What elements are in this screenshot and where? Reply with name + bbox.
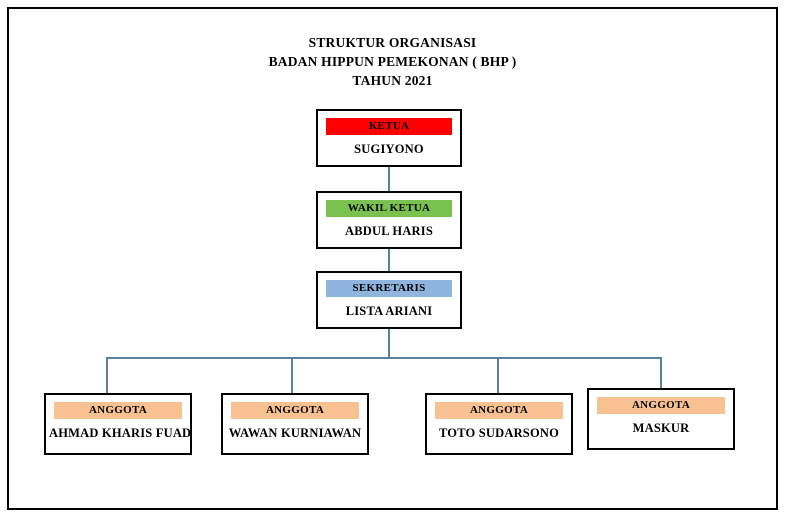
node-wakil-ketua-name: ABDUL HARIS [345, 224, 433, 238]
node-anggota-3-name: TOTO SUDARSONO [438, 426, 560, 440]
connector-bus-to-anggota-3 [497, 357, 499, 393]
connector-anggota-bus [106, 357, 662, 359]
node-wakil-ketua-role: WAKIL KETUA [326, 200, 452, 217]
node-anggota-2-role: ANGGOTA [231, 402, 359, 419]
node-wakil-ketua[interactable]: WAKIL KETUA ABDUL HARIS [316, 191, 462, 249]
connector-bus-to-anggota-1 [106, 357, 108, 393]
node-sekretaris[interactable]: SEKRETARIS LISTA ARIANI [316, 271, 462, 329]
chart-title-line-3: TAHUN 2021 [352, 73, 433, 88]
node-anggota-1[interactable]: ANGGOTA AHMAD KHARIS FUAD [44, 393, 192, 455]
connector-bus-to-anggota-2 [291, 357, 293, 393]
node-ketua-name: SUGIYONO [354, 142, 424, 156]
chart-title-line-2: BADAN HIPPUN PEMEKONAN ( BHP ) [268, 54, 517, 69]
connector-ketua-to-wakil-ketua [388, 167, 390, 191]
node-anggota-4-role: ANGGOTA [597, 397, 725, 414]
node-ketua-role: KETUA [326, 118, 452, 135]
node-sekretaris-role: SEKRETARIS [326, 280, 452, 297]
page-border [7, 7, 778, 510]
connector-sekretaris-stem [388, 329, 390, 358]
chart-title-line-1: STRUKTUR ORGANISASI [308, 35, 477, 50]
node-sekretaris-name: LISTA ARIANI [345, 304, 433, 318]
connector-wakil-ketua-to-sekretaris [388, 249, 390, 271]
node-ketua[interactable]: KETUA SUGIYONO [316, 109, 462, 167]
node-anggota-4-name: MASKUR [632, 421, 690, 435]
node-anggota-2-name: WAWAN KURNIAWAN [228, 426, 362, 440]
node-anggota-3-role: ANGGOTA [435, 402, 563, 419]
node-anggota-1-name: AHMAD KHARIS FUAD [49, 426, 192, 440]
node-anggota-4[interactable]: ANGGOTA MASKUR [587, 388, 735, 450]
node-anggota-2[interactable]: ANGGOTA WAWAN KURNIAWAN [221, 393, 369, 455]
node-anggota-1-role: ANGGOTA [54, 402, 182, 419]
node-anggota-3[interactable]: ANGGOTA TOTO SUDARSONO [425, 393, 573, 455]
connector-bus-to-anggota-4 [660, 357, 662, 393]
chart-title: STRUKTUR ORGANISASI BADAN HIPPUN PEMEKON… [0, 33, 785, 90]
